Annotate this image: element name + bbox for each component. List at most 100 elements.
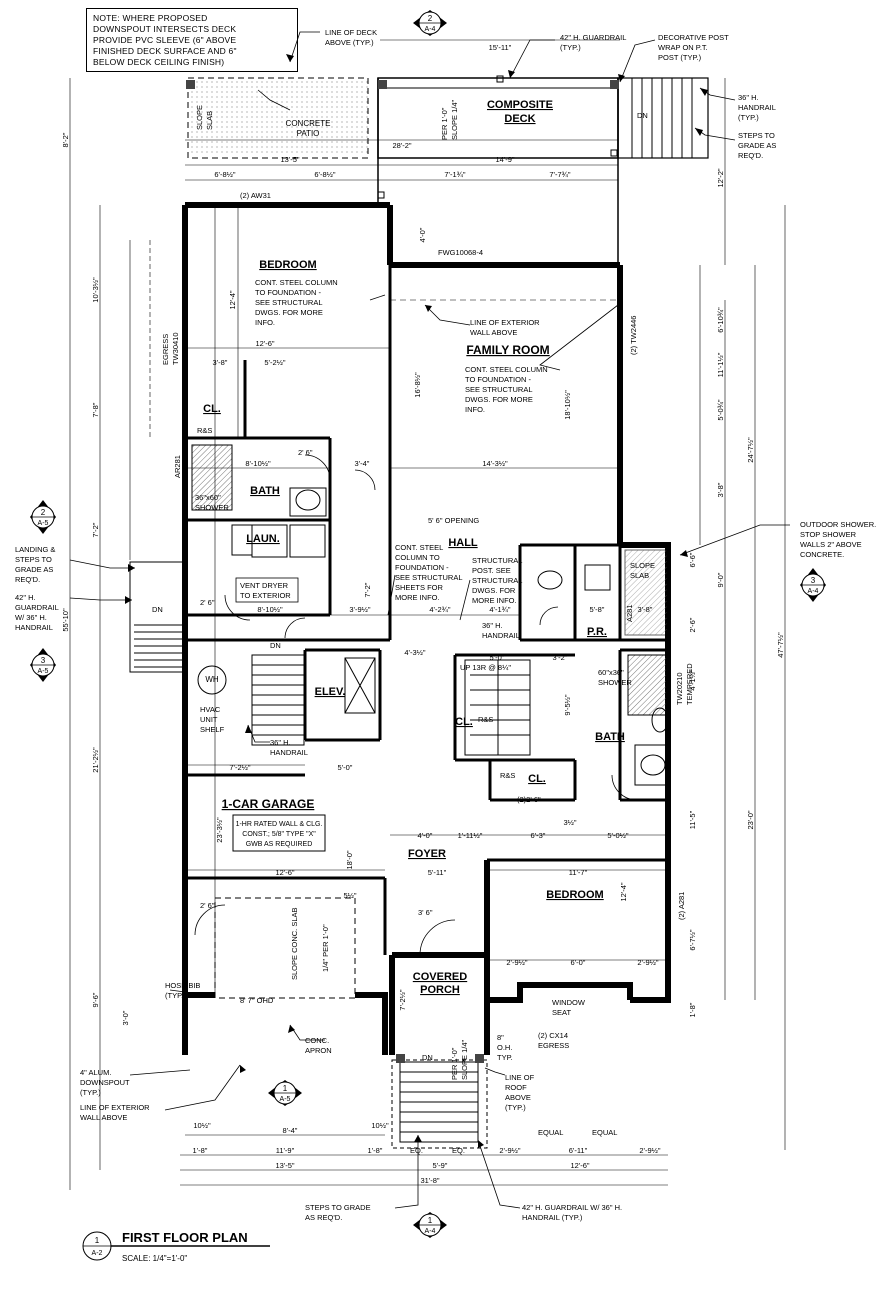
dimension-text: 7'-1¾"	[444, 170, 466, 179]
callout-text: A281	[625, 604, 634, 622]
callout-text: ABOVE (TYP.)	[325, 38, 374, 47]
callout-text: (TYP.)	[738, 113, 759, 122]
section-marker: 1 A-4	[413, 1212, 447, 1238]
marker-sheet: A-5	[280, 1096, 291, 1103]
callout-text: DOWNSPOUT	[80, 1078, 130, 1087]
callout-text: EGRESS	[538, 1041, 569, 1050]
callout-text: EQUAL	[592, 1128, 617, 1137]
callout-text: (2) AW31	[240, 191, 271, 200]
dimension-text: 12'-6"	[570, 1161, 589, 1170]
center-stair	[464, 659, 531, 756]
dimension-text: 3'-0"	[121, 1010, 130, 1025]
callout-text: FWG10068-4	[438, 248, 483, 257]
dimension-text: 2'-9½"	[637, 958, 659, 967]
interior-walls	[185, 265, 668, 955]
callout-text: SEE STRUCTURAL	[395, 573, 463, 582]
callout-text: AS REQ'D.	[305, 1213, 342, 1222]
closet-rs-label: CL.	[528, 773, 546, 785]
callout-text: 1-HR RATED WALL & CLG.	[236, 821, 323, 828]
marker-sheet: A-5	[38, 668, 49, 675]
callout-text: DWGS. FOR MORE	[255, 308, 323, 317]
elevator-label: ELEV.	[315, 686, 346, 698]
dimension-text: 4'-0"	[418, 227, 427, 242]
title-sheet: A-2	[92, 1250, 103, 1257]
note-line: FINISHED DECK SURFACE AND 6"	[93, 46, 237, 56]
callout-text: CONST.; 5/8" TYPE "X"	[242, 831, 316, 838]
dimension-text: 6'-8½"	[314, 170, 336, 179]
deck-steps	[631, 78, 693, 158]
note-line: NOTE: WHERE PROPOSED	[93, 13, 208, 23]
callout-text: (TYP.)	[165, 991, 186, 1000]
dimension-text: 3'-8"	[213, 358, 228, 367]
dimension-text: 3'-8"	[716, 482, 725, 497]
dimension-text: 18'-10½"	[563, 390, 572, 420]
dimension-text: 24'-7½"	[746, 437, 755, 463]
dimension-text: 6'-7½"	[688, 929, 697, 951]
dimension-text: 14'-3½"	[482, 459, 508, 468]
dimension-text: 5'-2½"	[264, 358, 286, 367]
section-marker: 2 A-5	[30, 500, 56, 534]
dimension-text: 28'-2"	[392, 141, 411, 150]
dimension-text: 2'-9½"	[639, 1146, 661, 1155]
dimension-text: 8'-4"	[283, 1126, 298, 1135]
callout-text: DN	[270, 641, 281, 650]
callout-text: R&S	[500, 771, 515, 780]
dimension-text: 6'-11"	[569, 1146, 588, 1155]
garage-stairs	[251, 654, 305, 746]
dimension-text: 8'-2"	[61, 132, 70, 147]
deck-area	[187, 77, 709, 265]
callout-text: DN	[422, 1053, 433, 1062]
callout-text: SEAT	[552, 1008, 571, 1017]
dimension-text: 7'-8"	[91, 402, 100, 417]
dimension-text: 10'-3½"	[91, 277, 100, 303]
callout-text: SHELF	[200, 725, 225, 734]
callout-text: AR281	[173, 455, 182, 478]
callout-text: STRUCTURAL	[472, 576, 522, 585]
callout-text: O.H.	[497, 1043, 512, 1052]
callout-text: CONT. STEEL	[395, 543, 443, 552]
callout-text: TO FOUNDATION -	[465, 375, 531, 384]
callout-text: HANDRAIL	[15, 623, 53, 632]
callout-text: DWGS. FOR	[472, 586, 516, 595]
callout-text: GUARDRAIL	[15, 603, 59, 612]
callout-text: STEPS TO	[15, 555, 52, 564]
closet-center-label: CL.	[455, 716, 473, 728]
dimension-text: 5'-0½"	[607, 831, 629, 840]
dimension-text: 4'-2¾"	[429, 605, 451, 614]
dimension-text: 9'-5½"	[563, 694, 572, 716]
marker-number: 3	[811, 576, 816, 585]
dimension-text: 5'-0"	[490, 653, 505, 662]
dimension-text: 8'-10½"	[245, 459, 271, 468]
fixtures	[191, 444, 669, 786]
dimension-text: 8'-10½"	[257, 605, 283, 614]
dimension-text: 7'-2½"	[398, 989, 407, 1011]
dimension-text: 5'-8"	[590, 605, 605, 614]
dimension-text: 10½"	[371, 1121, 389, 1130]
callout-text: REQ'D.	[15, 575, 40, 584]
dimension-text: 1'-8"	[368, 1146, 383, 1155]
callout-text: CONC.	[305, 1036, 329, 1045]
deck-label: COMPOSITE	[487, 99, 553, 111]
dimension-text: 6'-6"	[688, 552, 697, 567]
dimension-text: 3'-4"	[355, 459, 370, 468]
title-block: 1 A-2 FIRST FLOOR PLAN SCALE: 1/4"=1'-0"	[82, 1230, 270, 1263]
drawing-title: FIRST FLOOR PLAN	[122, 1230, 248, 1245]
guide-lines	[69, 39, 786, 1190]
callout-text: R&S	[478, 715, 493, 724]
callout-text: ROOF	[505, 1083, 527, 1092]
closet-left-label: CL.	[203, 403, 221, 415]
deck-posts	[186, 75, 619, 199]
callout-text: (TYP.)	[80, 1088, 101, 1097]
dimension-text: 3½"	[563, 818, 576, 827]
elevator-shaft	[344, 657, 376, 714]
callout-text: LINE OF DECK	[325, 28, 377, 37]
callout-text: SLOPE	[630, 561, 655, 570]
callout-text: MORE INFO.	[395, 593, 440, 602]
garage-rating-box	[232, 814, 326, 852]
callout-text: APRON	[305, 1046, 332, 1055]
callout-text: 2' 6"	[298, 448, 313, 457]
dimension-text: 55'-10"	[61, 608, 70, 632]
callout-text: DWGS. FOR MORE	[465, 395, 533, 404]
callout-text: HANDRAIL	[482, 631, 520, 640]
vent-box	[235, 577, 299, 603]
